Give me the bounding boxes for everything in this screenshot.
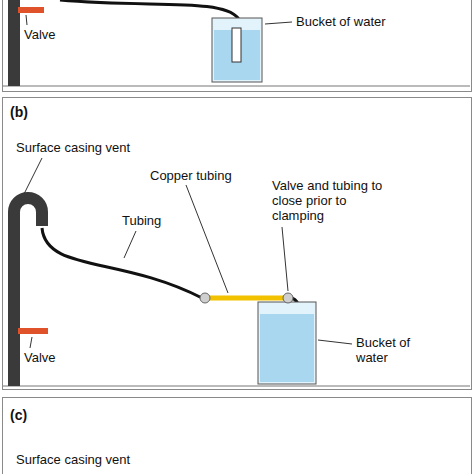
part-label: Bucket of water	[356, 335, 418, 365]
figure-panel: (c) Surface casing vent	[2, 397, 472, 474]
tubing	[60, 0, 238, 70]
part-label: Valve	[24, 27, 84, 42]
part-label: Bucket of water	[296, 14, 436, 29]
leader-line	[124, 231, 136, 258]
leader-line	[282, 227, 288, 291]
part-label: Tubing	[122, 213, 192, 228]
fitting	[200, 293, 210, 303]
note-label: Valve and tubing to close prior to clamp…	[272, 178, 392, 223]
leader-line	[24, 158, 42, 194]
tube-end	[232, 28, 241, 62]
bucket	[258, 302, 316, 384]
part-label: Valve	[24, 350, 84, 365]
part-label: Surface casing vent	[16, 452, 176, 467]
ground-line	[2, 386, 470, 387]
panel-letter: (b)	[10, 105, 50, 120]
leader-line	[30, 337, 32, 348]
valve-handle	[18, 7, 44, 13]
leader-line	[26, 15, 27, 25]
leader-line	[318, 340, 352, 344]
leader-line	[265, 22, 292, 24]
panel-letter: (c)	[10, 408, 50, 423]
valve-fitting	[283, 293, 293, 303]
figure-panel: (b) Surface casing ventTubing Copper tubin…	[2, 97, 472, 390]
tubing	[42, 228, 202, 298]
leader-line	[186, 185, 228, 293]
part-label: Surface casing vent	[16, 140, 176, 155]
valve-handle	[18, 328, 48, 334]
part-label: Copper tubing	[150, 168, 270, 183]
figure-panel: Valve Bucket of water	[2, 0, 472, 92]
ground-line	[2, 86, 470, 87]
copper-tubing	[205, 296, 288, 301]
water	[260, 314, 314, 382]
bucket	[212, 18, 262, 82]
